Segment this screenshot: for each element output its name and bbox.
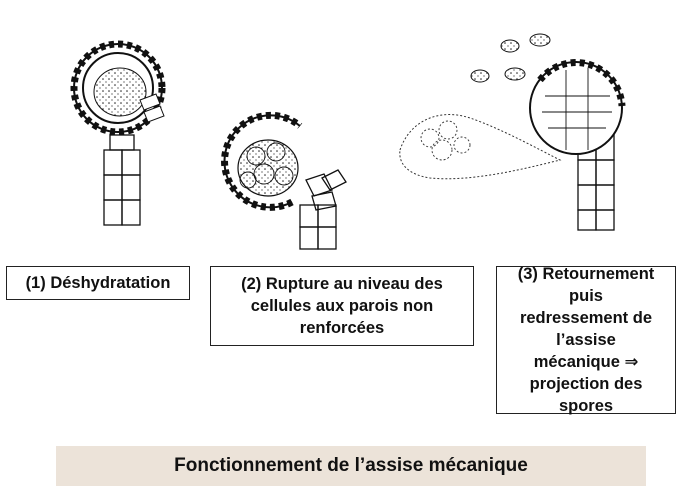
sporangium-stage-3 xyxy=(399,33,626,231)
sporangium-illustrations xyxy=(70,33,626,250)
figure-caption-text: Fonctionnement de l’assise mécanique xyxy=(174,455,528,476)
stage-2-text: (2) Rupture au niveau des cellules aux p… xyxy=(241,275,443,337)
stage-3-text: (3) Retournement puis redressement de l’… xyxy=(517,265,655,415)
sporangium-stage-1 xyxy=(70,40,166,226)
stage-1-label: (1) Déshydratation xyxy=(6,266,190,300)
stage-1-text: (1) Déshydratation xyxy=(25,274,171,292)
figure-caption: Fonctionnement de l’assise mécanique xyxy=(56,446,646,486)
sporangium-stage-2 xyxy=(221,111,347,250)
stage-2-label: (2) Rupture au niveau des cellules aux p… xyxy=(210,266,474,346)
stage-3-label: (3) Retournement puis redressement de l’… xyxy=(496,265,676,415)
